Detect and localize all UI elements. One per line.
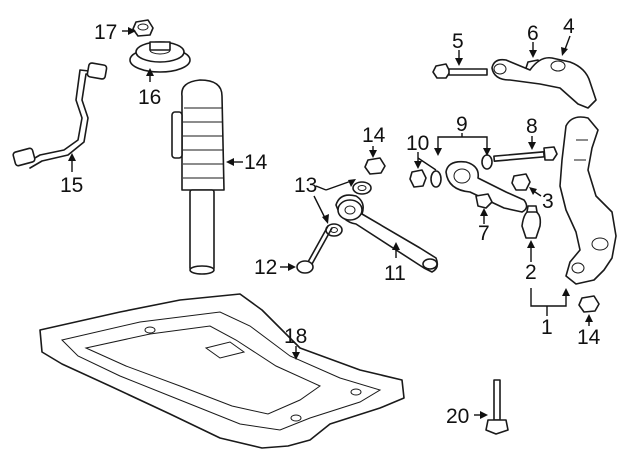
- control-arm-part: [335, 194, 439, 273]
- nut-upper-part: [364, 157, 386, 175]
- callout-17: 16: [138, 86, 161, 109]
- callout-9: 9: [456, 113, 468, 136]
- splash-shield-part: [39, 293, 405, 449]
- washer-part: [325, 181, 372, 237]
- air-line-part: [12, 62, 108, 169]
- tension-strut-part: [445, 160, 528, 213]
- shield-bolt-part: [485, 379, 509, 435]
- callout-6: 6: [527, 22, 539, 45]
- strut-mount-part: [129, 41, 191, 73]
- callout-2: 2: [525, 261, 537, 284]
- callout-12: 12: [254, 256, 277, 279]
- callout-1: 1: [541, 316, 553, 339]
- callout-7: 7: [478, 222, 490, 245]
- arm-bolt-part: [296, 225, 333, 274]
- top-nut-part: [132, 19, 154, 37]
- callout-18: 17: [94, 21, 117, 44]
- long-bolt-part: [493, 146, 558, 162]
- ball-joint-part: [521, 205, 542, 239]
- callout-labels: 17 16 15 14 14 13 12 11 5 6 4 9 10 8 3 7…: [60, 15, 601, 428]
- callout-14-lower: 14: [577, 326, 601, 349]
- air-strut-part: [171, 79, 225, 275]
- callout-19: 18: [284, 325, 307, 348]
- callout-3: 3: [542, 190, 554, 213]
- upper-bolt-part: [432, 63, 488, 79]
- upper-control-arm-part: [491, 56, 597, 109]
- callout-4: 4: [563, 15, 575, 38]
- knuckle-part: [559, 116, 617, 285]
- callout-14-upper: 14: [362, 124, 386, 147]
- callout-5: 5: [452, 30, 464, 53]
- callout-11: 11: [384, 262, 406, 285]
- callout-13: 13: [294, 174, 317, 197]
- callout-8: 8: [526, 115, 538, 138]
- callout-10: 10: [406, 132, 429, 155]
- nut-lower-part: [578, 295, 600, 313]
- leader-lines: [68, 27, 593, 419]
- ball-joint-nut-part: [511, 173, 531, 191]
- callout-16: 15: [60, 174, 83, 197]
- callout-20: 20: [446, 405, 469, 428]
- callout-15: 14: [244, 151, 268, 174]
- bushing-washers-part: [409, 154, 493, 188]
